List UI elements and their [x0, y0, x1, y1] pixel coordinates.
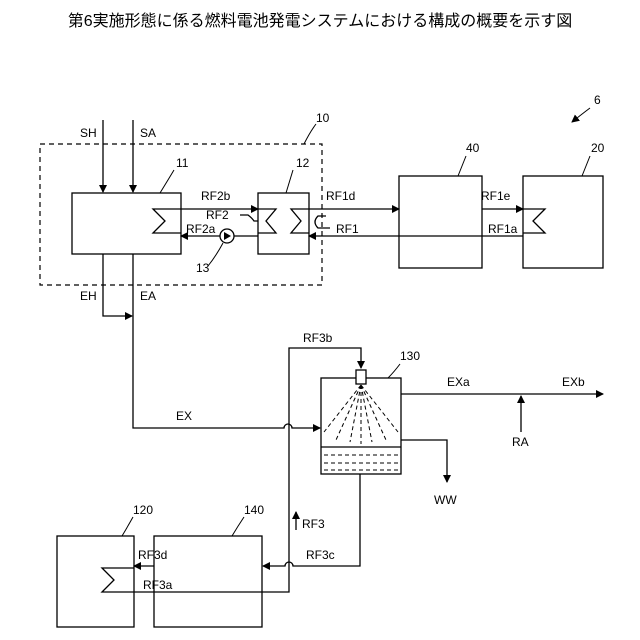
flow-ww-line — [401, 440, 447, 482]
ref-unit-140-leader — [232, 517, 244, 536]
unit-11-box — [72, 193, 181, 254]
label-ww: WW — [434, 493, 457, 507]
ref-module-10: 10 — [316, 111, 330, 125]
label-ex: EX — [176, 409, 192, 423]
ref-unit-40-leader — [458, 156, 466, 176]
ref-unit-12: 12 — [296, 156, 310, 170]
ref-unit-20-leader — [582, 156, 590, 176]
ref-pump-13-leader — [208, 243, 223, 266]
ref-tank-130-leader — [388, 364, 400, 378]
label-rf2a: RF2a — [186, 222, 216, 236]
label-rf1d: RF1d — [326, 189, 355, 203]
label-rf1e: RF1e — [481, 189, 511, 203]
ref-tank-130: 130 — [400, 349, 420, 363]
label-rf3a: RF3a — [143, 578, 173, 592]
unit-20-box — [523, 176, 603, 268]
label-exa: EXa — [447, 375, 470, 389]
label-ra: RA — [512, 435, 529, 449]
ref-module-10-leader — [304, 124, 316, 144]
label-sh: SH — [80, 126, 97, 140]
flow-eh-line — [103, 254, 132, 316]
label-rf3d: RF3d — [138, 548, 167, 562]
ref-unit-20: 20 — [591, 141, 605, 155]
ref-unit-120-leader — [122, 517, 133, 536]
unit-12-box — [258, 193, 309, 254]
label-sa: SA — [140, 126, 156, 140]
label-rf3: RF3 — [302, 517, 325, 531]
ref-pump-13: 13 — [196, 261, 210, 275]
label-ea: EA — [140, 289, 156, 303]
ref-system-6: 6 — [594, 93, 601, 107]
label-rf3c: RF3c — [306, 548, 335, 562]
label-rf1: RF1 — [336, 222, 359, 236]
ref-unit-120: 120 — [133, 503, 153, 517]
ref-unit-11: 11 — [176, 156, 189, 170]
ref-unit-140: 140 — [244, 503, 264, 517]
unit-120-box — [57, 536, 134, 627]
flow-ex-line — [133, 316, 320, 428]
ref-unit-11-leader — [160, 170, 174, 193]
label-eh: EH — [80, 289, 97, 303]
label-exb: EXb — [562, 375, 585, 389]
flow-rf2-loop — [240, 215, 258, 221]
label-rf2: RF2 — [206, 208, 229, 222]
label-rf1a: RF1a — [488, 222, 518, 236]
label-rf3b: RF3b — [303, 331, 333, 345]
unit-40-box — [399, 176, 482, 268]
ref-unit-12-leader — [286, 170, 293, 193]
spray-nozzle-icon — [356, 370, 366, 384]
ref-unit-40: 40 — [466, 141, 480, 155]
label-rf2b: RF2b — [201, 189, 231, 203]
ref-system-arrow — [572, 108, 590, 122]
figure-title: 第6実施形態に係る燃料電池発電システムにおける構成の概要を示す図 — [68, 12, 572, 30]
